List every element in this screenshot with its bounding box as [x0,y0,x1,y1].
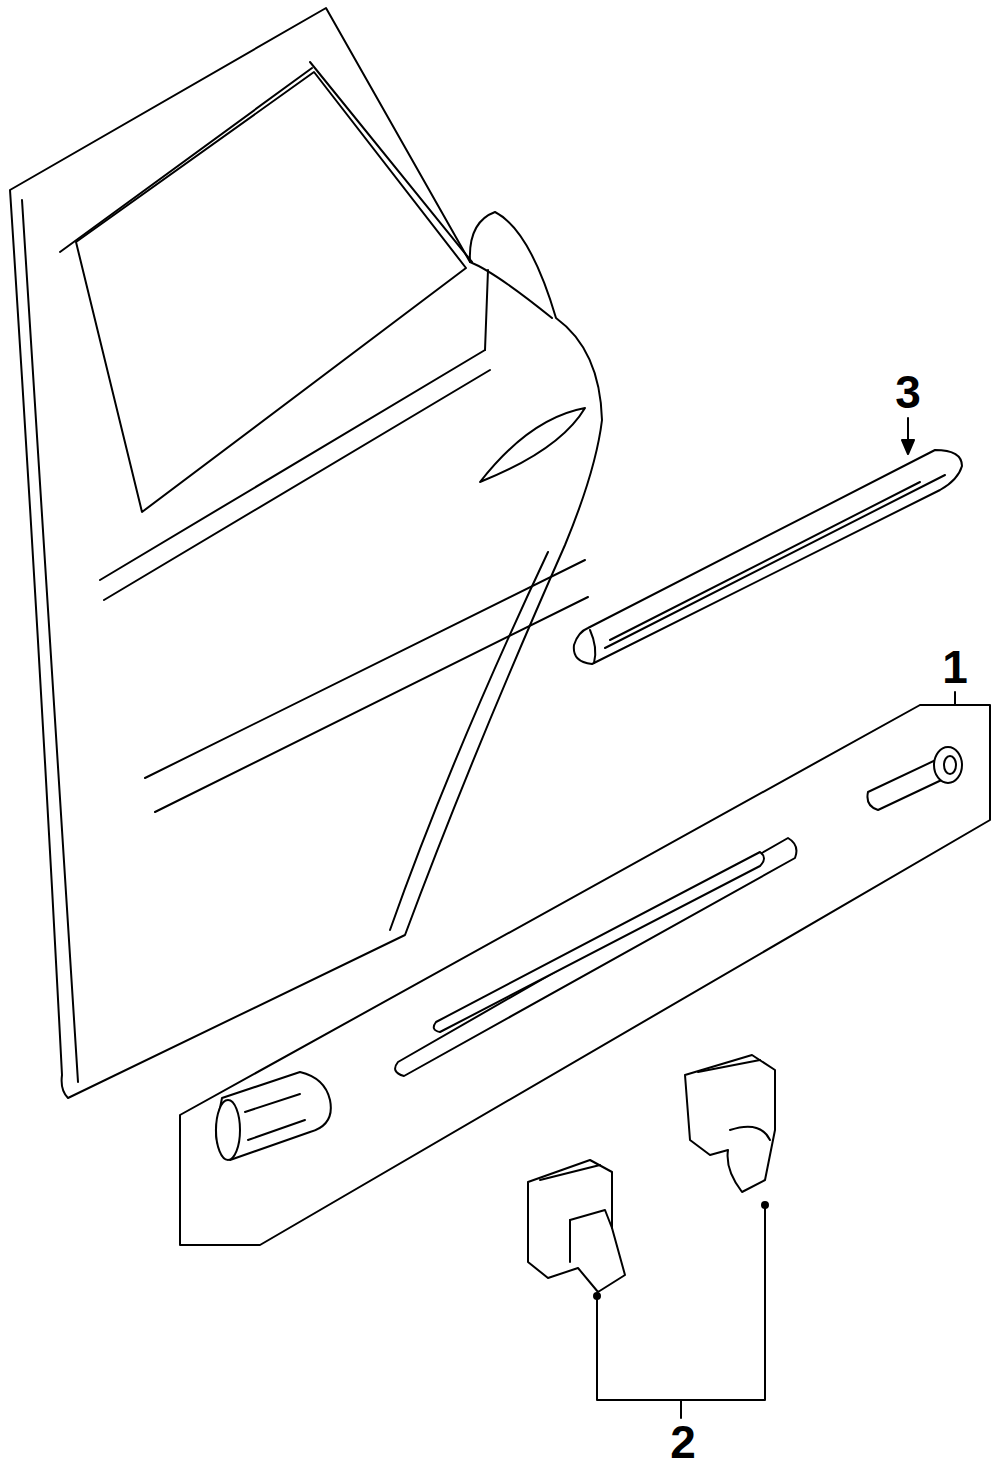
end-cap [216,1072,331,1160]
callout-wrapper: 1 [942,644,968,690]
leader-arrow [902,418,914,454]
callout-wrapper: 3 [895,369,921,415]
molding-strip [395,838,796,1076]
rear-door [10,8,602,1098]
leader-line [594,1202,768,1418]
retainer-clip [528,1055,775,1292]
molding-pin [867,747,962,810]
callout-number: 2 [670,1419,696,1465]
door-molding [574,450,962,664]
leader-line [954,692,956,705]
callout-wrapper: 2 [670,1419,696,1465]
callout-number: 3 [895,369,921,415]
callout-number: 1 [942,644,968,690]
